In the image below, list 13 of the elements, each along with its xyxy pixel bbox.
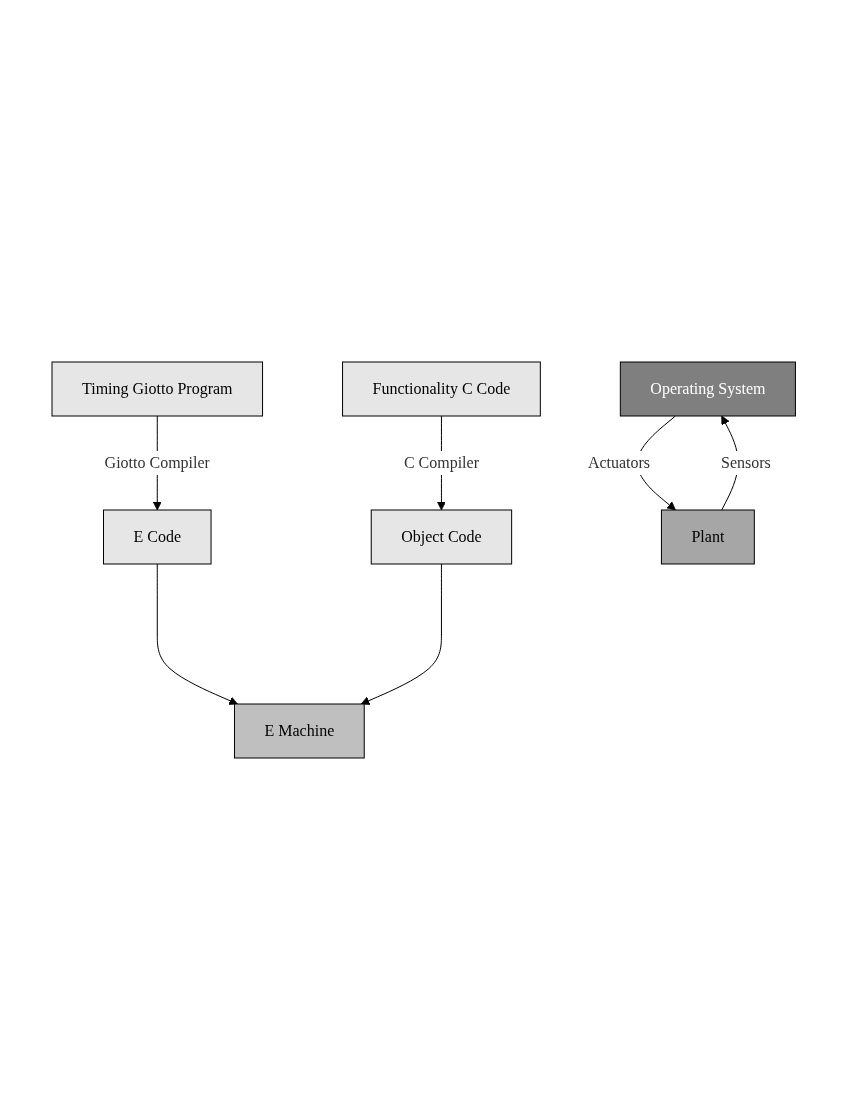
node-box: Object Code (371, 509, 513, 565)
edge-label: C Compiler (404, 454, 480, 471)
node-box: Operating System (620, 361, 797, 417)
arrow (157, 563, 239, 705)
edge-label: Giotto Compiler (104, 454, 211, 471)
node-box: E Machine (234, 703, 365, 759)
node-box: Functionality C Code (342, 361, 542, 417)
node-box: Timing Giotto Program (51, 361, 264, 417)
edge-label: Actuators (588, 454, 651, 471)
arrow (361, 563, 443, 705)
node-box: E Code (103, 509, 212, 565)
edge-label: Sensors (721, 454, 772, 471)
node-box: Plant (661, 509, 756, 565)
